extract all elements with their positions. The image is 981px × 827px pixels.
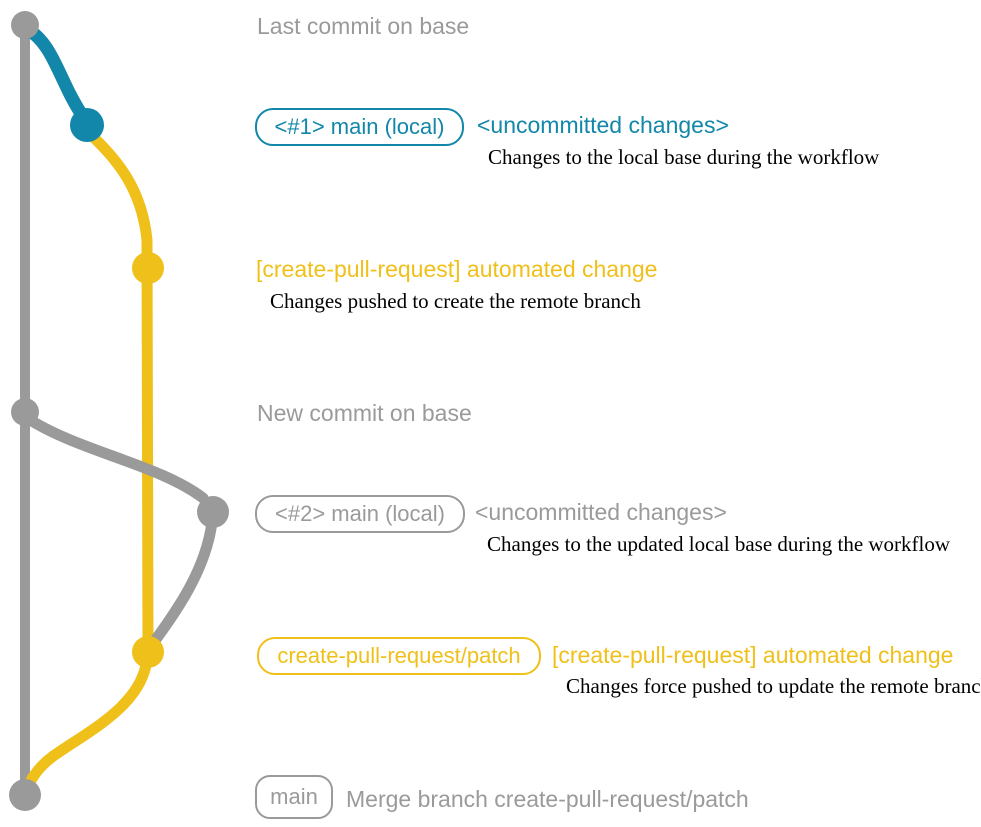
uncommitted-changes-heading-2: <uncommitted changes> [475, 499, 727, 525]
automated-change-heading-2: [create-pull-request] automated change [552, 642, 954, 668]
automated-change-description-1: Changes pushed to create the remote bran… [270, 289, 641, 313]
main-local-2-edge [21, 412, 209, 504]
automated-change-heading-1: [create-pull-request] automated change [256, 256, 658, 282]
commit-node-main-2 [197, 496, 229, 528]
uncommitted-changes-description-1: Changes to the local base during the wor… [488, 145, 880, 169]
branch-badge-main-local-2: <#2> main (local) [255, 495, 465, 533]
uncommitted-changes-description-2: Changes to the updated local base during… [487, 532, 951, 556]
patch-branch-line [84, 128, 154, 658]
commit-node-base-last [11, 11, 39, 39]
merge-edge [21, 652, 153, 795]
automated-change-description-2: Changes force pushed to update the remot… [566, 674, 981, 698]
commit-node-patch-1 [132, 252, 164, 284]
branch-badge-main: main [255, 775, 333, 819]
main-local-1-edge [19, 21, 91, 125]
new-commit-label: New commit on base [257, 400, 472, 426]
commit-node-main-1 [70, 108, 104, 142]
branch-badge-main-local-1: <#1> main (local) [255, 108, 464, 146]
rebase-edge [145, 516, 218, 652]
last-commit-label: Last commit on base [257, 13, 470, 39]
branch-badge-patch: create-pull-request/patch [257, 637, 541, 675]
merge-commit-label: Merge branch create-pull-request/patch [346, 786, 749, 812]
uncommitted-changes-heading-1: <uncommitted changes> [477, 112, 729, 138]
commit-node-patch-2 [132, 636, 164, 668]
commit-node-base-new [11, 398, 39, 426]
commit-node-merge [9, 779, 41, 811]
